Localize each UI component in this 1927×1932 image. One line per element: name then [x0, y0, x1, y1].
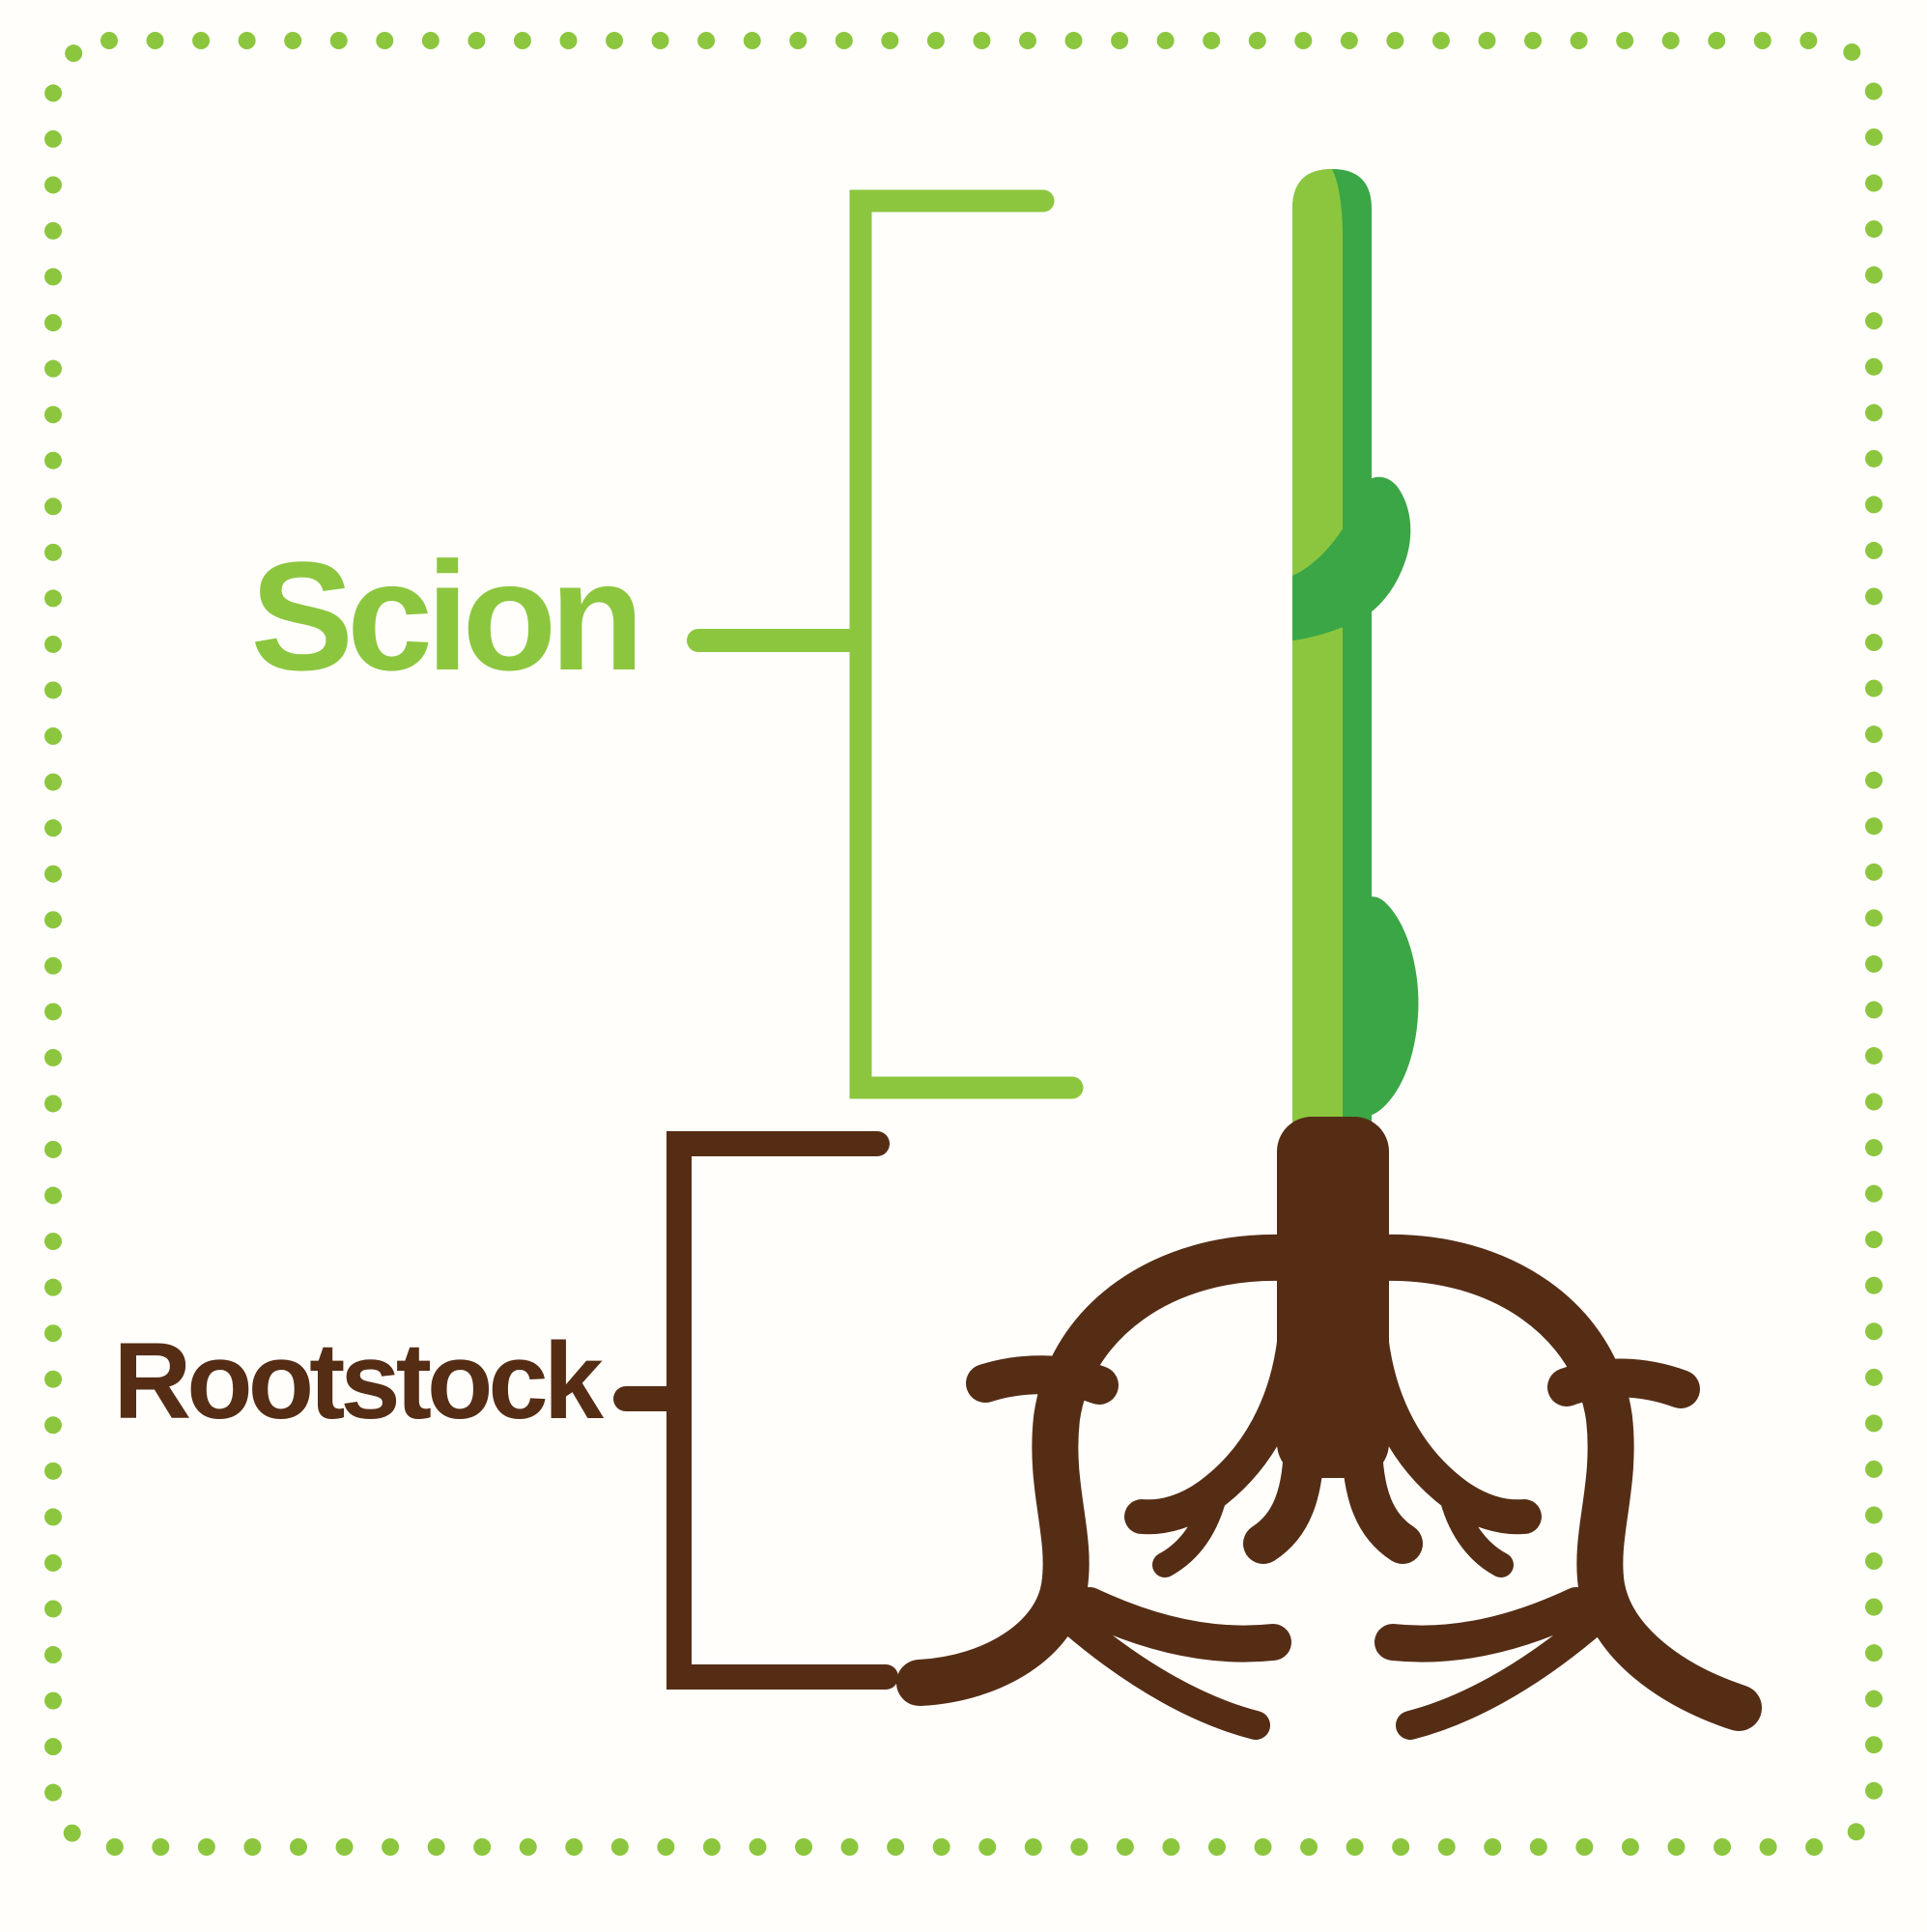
root-arch-right [1358, 1234, 1762, 1731]
leaf-node-upper-icon [1292, 476, 1411, 640]
rootstock-roots [896, 1117, 1762, 1740]
graft-union-collar [1277, 1117, 1389, 1478]
root-stub-left [966, 1355, 1119, 1405]
root-inner-left [1124, 1325, 1312, 1535]
root-prong-right [1342, 1419, 1423, 1564]
root-hook-right [1438, 1480, 1514, 1577]
root-hook-left [1152, 1480, 1228, 1577]
root-arch-left [896, 1234, 1308, 1706]
stem-light-side [1292, 169, 1343, 1122]
root-inner-right [1354, 1325, 1542, 1535]
leaf-node-lower-icon [1345, 896, 1419, 1118]
root-branchlet-right-lower [1396, 1608, 1606, 1740]
rootstock-bracket [666, 1131, 898, 1690]
root-stub-right [1547, 1358, 1700, 1408]
root-prong-left [1243, 1419, 1324, 1564]
root-branchlet-right-upper [1374, 1587, 1595, 1662]
rootstock-annotation: Rootstock [113, 1131, 898, 1690]
scion-annotation: Scion [250, 189, 1084, 1099]
plant-illustration [896, 169, 1762, 1740]
scion-label: Scion [250, 529, 638, 702]
root-branchlet-left-upper [1071, 1587, 1291, 1662]
scion-bracket [849, 189, 1084, 1099]
rootstock-label: Rootstock [113, 1321, 604, 1441]
scion-stem [1292, 169, 1419, 1122]
root-branchlet-left-lower [1060, 1608, 1270, 1740]
